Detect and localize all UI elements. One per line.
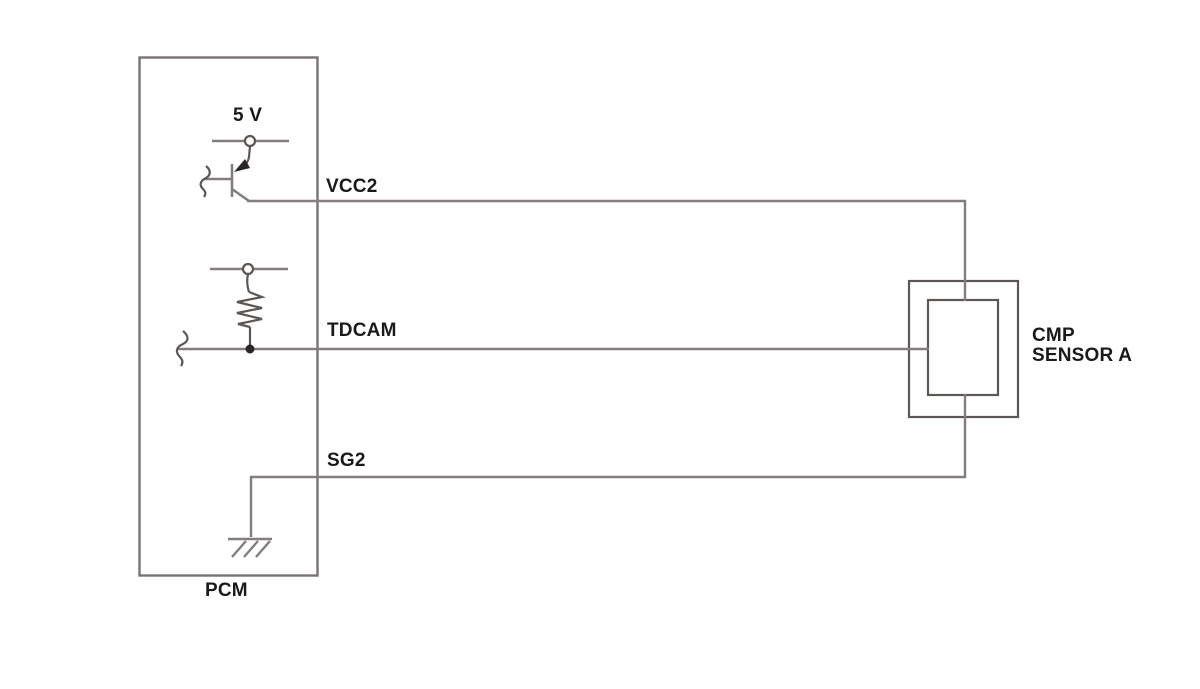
- ground-hatch-1: [231, 540, 247, 558]
- wire-break-mark-base: [199, 165, 211, 198]
- ground-hatch-3: [255, 540, 271, 558]
- ground-symbol: [228, 537, 272, 558]
- sg2-wire: [249, 394, 967, 537]
- vcc2-wire: [247, 199, 967, 301]
- cmp-sensor-label: CMP SENSOR A: [1032, 326, 1132, 365]
- supply-terminal-5v: [212, 134, 289, 148]
- supply-terminal-circle: [243, 134, 257, 148]
- pullup-resistor-branch: [210, 262, 288, 354]
- pullup-terminal-circle: [241, 262, 255, 276]
- sg2-label: SG2: [327, 450, 366, 471]
- cmp-sensor-label-line1: CMP: [1032, 325, 1075, 346]
- cmp-sensor-label-line2: SENSOR A: [1032, 344, 1133, 366]
- vcc2-label: VCC2: [326, 176, 378, 197]
- supply-voltage-label: 5 V: [233, 105, 263, 126]
- junction-dot: [245, 344, 255, 354]
- transistor-collector-lead: [231, 187, 250, 203]
- tdcam-label: TDCAM: [327, 320, 397, 341]
- wire-break-mark-tdcam: [175, 330, 189, 367]
- transistor-emitter-arrow: [234, 159, 250, 172]
- pcm-label: PCM: [205, 580, 248, 601]
- cmp-sensor-inner-box: [926, 298, 1000, 397]
- pcm-box: [138, 56, 319, 577]
- resistor-zigzag: [236, 290, 266, 329]
- resistor-top-lead: [246, 273, 251, 293]
- ground-hatch-2: [243, 540, 259, 558]
- transistor-symbol: [199, 145, 252, 203]
